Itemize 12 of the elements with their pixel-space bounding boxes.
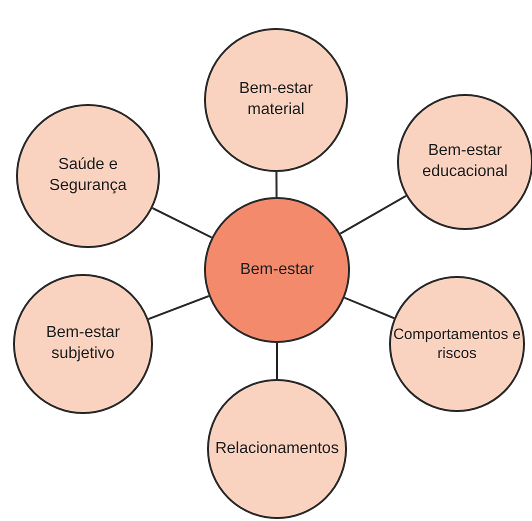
connector-line bbox=[152, 207, 212, 238]
circle-label: Saúde e Segurança bbox=[48, 155, 128, 196]
circle-label: Bem-estar material bbox=[238, 79, 314, 120]
circle-label: Comportamentos e riscos bbox=[392, 324, 522, 364]
connector-line bbox=[275, 172, 278, 197]
connector-line bbox=[276, 343, 278, 379]
circle-label: Bem-estar educacional bbox=[421, 141, 509, 182]
connector-line bbox=[148, 295, 210, 320]
circle-label: Bem-estar subjetivo bbox=[45, 323, 121, 364]
connector-line bbox=[340, 195, 407, 234]
circle-label: Relacionamentos bbox=[215, 438, 339, 459]
circle-label: Bem-estar bbox=[240, 260, 314, 280]
